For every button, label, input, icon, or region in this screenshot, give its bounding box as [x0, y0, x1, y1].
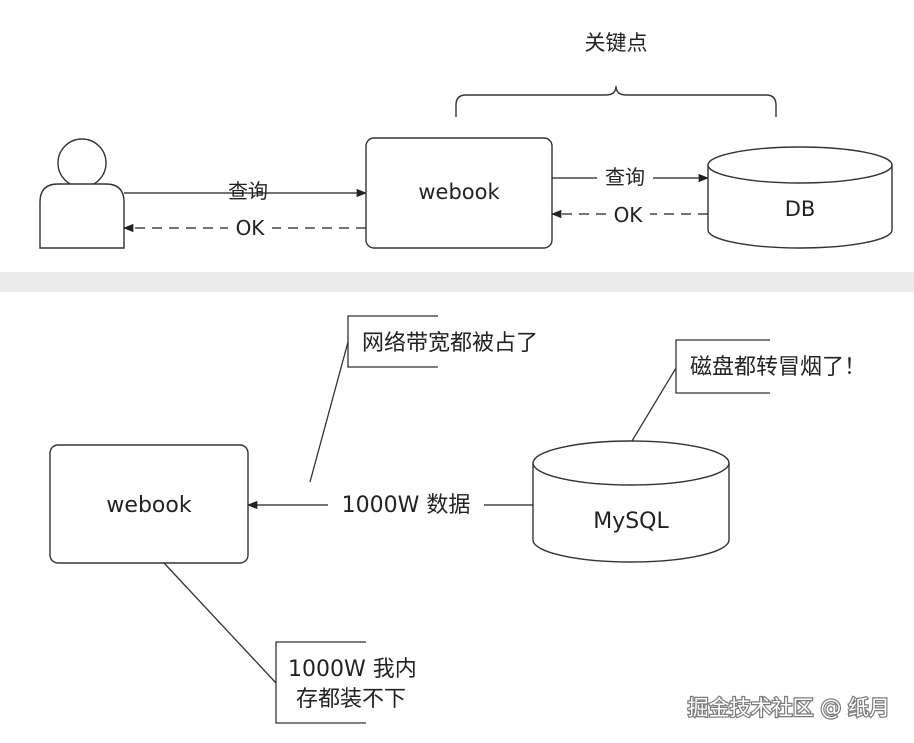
- db-label: DB: [785, 197, 816, 221]
- webook-box-top: [365, 137, 553, 249]
- webook-label-bottom: webook: [106, 493, 191, 518]
- disk-note: 磁盘都转冒烟了！: [690, 355, 866, 380]
- memory-note-line1: 1000W 我内: [288, 657, 417, 682]
- watermark: 掘金技术社区 @ 纸月: [688, 696, 890, 720]
- memory-note-line2: 存都装不下: [296, 687, 406, 712]
- db-query-label-bg: [597, 164, 653, 190]
- data-transfer-label-bg: [328, 489, 484, 519]
- key-point-label: 关键点: [585, 31, 648, 55]
- section-divider: [0, 272, 914, 292]
- db-ok-label-bg: [606, 202, 650, 226]
- disk-note-bracket: [675, 339, 770, 394]
- db-cylinder: [707, 146, 893, 249]
- mysql-cylinder: [532, 440, 730, 563]
- webook-label-top: webook: [418, 180, 500, 204]
- user-icon: [39, 138, 125, 249]
- user-ok-label: OK: [236, 216, 266, 240]
- user-ok-label-bg: [228, 215, 272, 239]
- disk-note-leader: [631, 367, 677, 442]
- bandwidth-note-leader: [309, 341, 349, 483]
- user-query-label: 查询: [228, 179, 268, 203]
- data-transfer-label: 1000W 数据: [342, 493, 471, 518]
- db-query-label: 查询: [605, 165, 645, 189]
- memory-note-bracket: [275, 641, 366, 724]
- db-ok-label: OK: [614, 203, 644, 227]
- bandwidth-note: 网络带宽都被占了: [362, 331, 538, 356]
- bandwidth-note-bracket: [347, 315, 438, 368]
- memory-note-leader: [163, 562, 277, 684]
- mysql-label: MySQL: [593, 509, 669, 534]
- key-point-brace: [455, 85, 777, 117]
